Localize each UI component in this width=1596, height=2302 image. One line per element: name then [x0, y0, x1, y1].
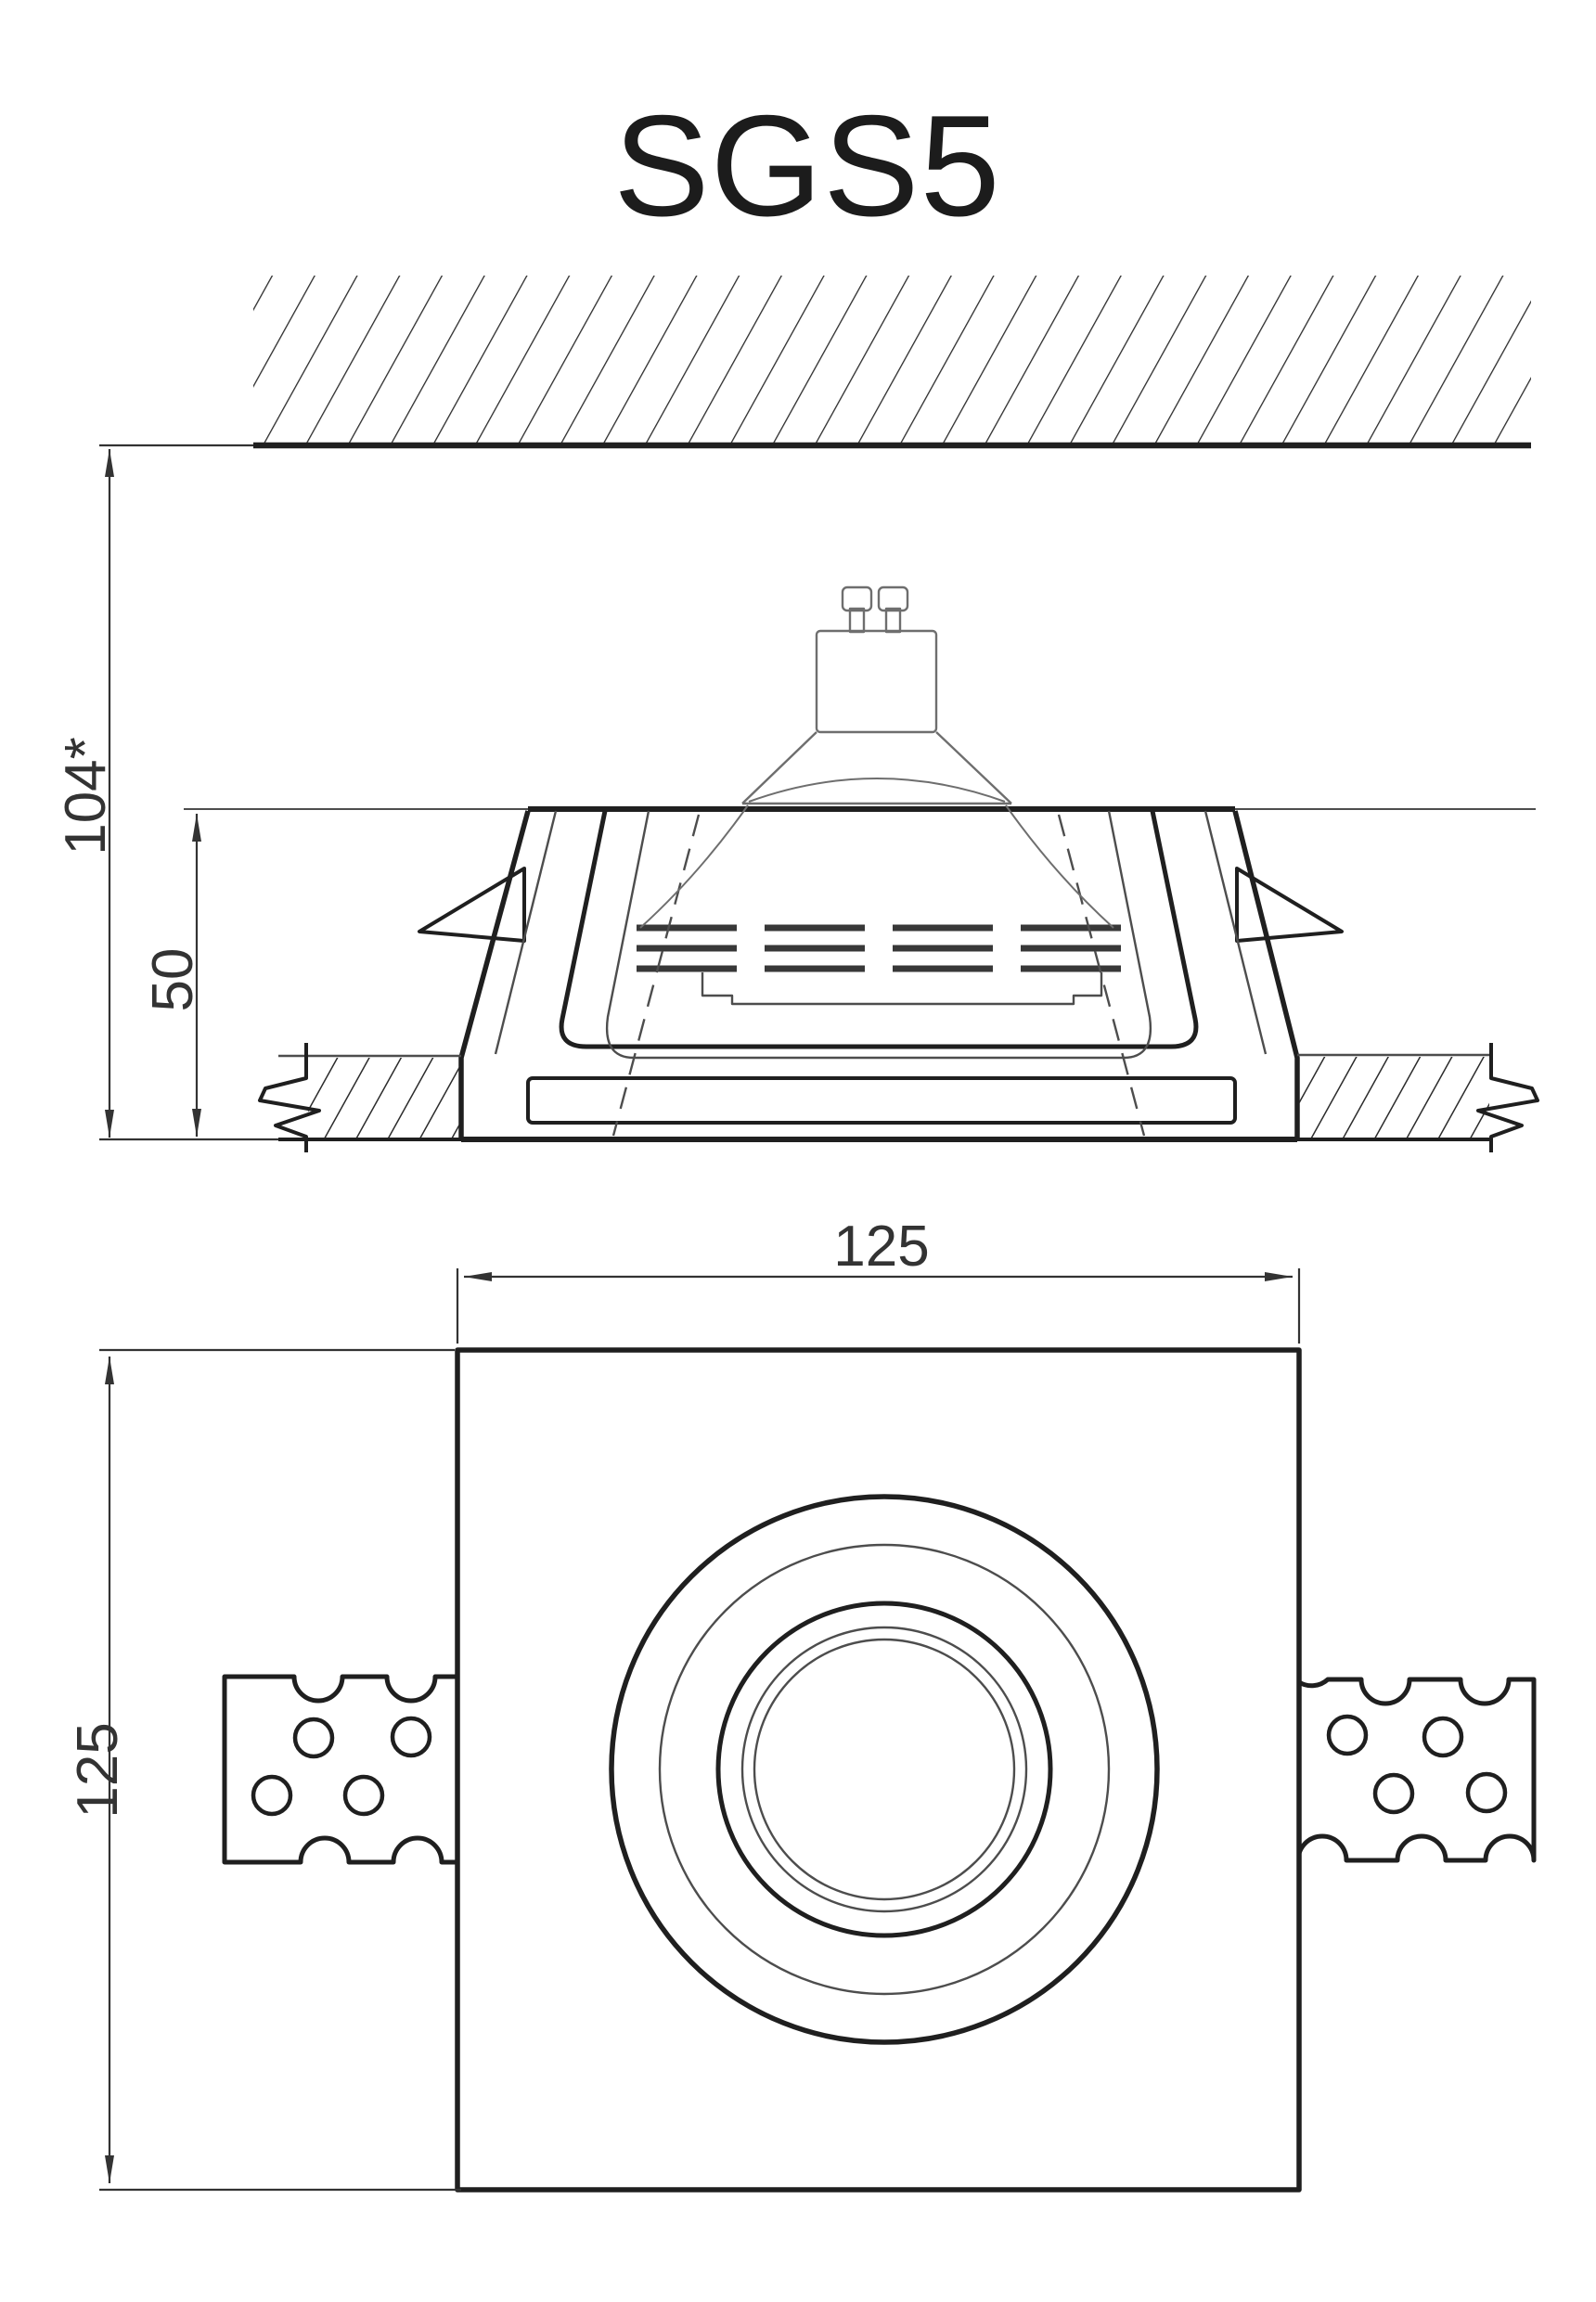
- aperture-ring-3: [715, 1601, 1053, 1938]
- ceiling-hatch-area: [253, 276, 1531, 445]
- break-symbol-right: [1476, 1043, 1539, 1152]
- aperture-ring-4: [740, 1626, 1028, 1913]
- mounting-tab-right-outline: [1295, 1677, 1537, 1863]
- tab-hole: [1372, 1772, 1415, 1815]
- body-outer-wall-right: [1232, 810, 1300, 1139]
- hidden-cone-right: [1057, 814, 1146, 1137]
- mounting-tab-right: [1295, 1677, 1537, 1863]
- lamp-holder-step: [701, 972, 1103, 1006]
- drawing-title: SGS5: [613, 85, 1001, 246]
- plasterboard-left: [258, 1043, 461, 1152]
- tab-hole: [292, 1717, 335, 1759]
- aperture-ring-2: [658, 1543, 1111, 1996]
- cavity-outline: [559, 810, 1199, 1049]
- plasterboard-right-hatch: [1299, 1057, 1489, 1139]
- dimension-label-height-125: 125: [66, 1722, 130, 1818]
- gu10-pin-stem-right: [884, 607, 902, 634]
- dimension-label-104: 104*: [54, 737, 118, 855]
- hidden-lamp-face: [611, 804, 1146, 1137]
- lamp-cone-curve-right: [1005, 804, 1114, 929]
- ceiling-slab-hatch: [99, 276, 1531, 449]
- tab-hole: [342, 1774, 385, 1817]
- plasterboard-right: [1297, 1043, 1539, 1152]
- gu10-dome-arc: [748, 778, 1006, 803]
- body-wall-inner-line-left: [494, 810, 558, 1055]
- aperture-outer-ring: [609, 1494, 1160, 2045]
- tab-hole: [251, 1774, 293, 1817]
- square-plate: [455, 1347, 1302, 2193]
- tab-hole: [1422, 1716, 1464, 1758]
- dimension-label-width-125: 125: [833, 1215, 929, 1279]
- body-wall-inner-line-right: [1203, 810, 1268, 1055]
- gu10-pin-right: [877, 585, 909, 612]
- tab-hole: [1465, 1771, 1508, 1814]
- plaster-body-section: [99, 806, 1300, 1142]
- recessed-slot: [526, 1076, 1237, 1125]
- plasterboard-left-hatch: [308, 1058, 459, 1139]
- lamp-cone-curve-left: [639, 804, 749, 929]
- gu10-lamp: [741, 585, 1012, 805]
- tab-hole: [390, 1716, 432, 1758]
- dimension-overall-height: 104*: [54, 449, 118, 1138]
- body-outer-wall-left: [458, 810, 531, 1139]
- hidden-cone-left: [611, 814, 701, 1137]
- gu10-pin-stem-left: [848, 607, 866, 634]
- dimension-label-50: 50: [141, 948, 205, 1012]
- dimension-plate-width: 125: [456, 1215, 1301, 1344]
- gu10-flare-right: [935, 731, 1012, 804]
- side-section-view: 104* 50: [54, 276, 1539, 1152]
- dimension-plate-height: 125: [66, 1348, 461, 2192]
- gu10-flare-left: [741, 731, 817, 804]
- aperture-rings: [609, 1494, 1160, 2045]
- mounting-tab-left: [222, 1674, 457, 1865]
- dimension-recess-depth: 50: [141, 814, 205, 1137]
- gu10-pin-left: [841, 585, 873, 612]
- gu10-body: [815, 629, 938, 734]
- break-symbol-left: [258, 1043, 321, 1152]
- tab-hole: [1326, 1714, 1369, 1756]
- plan-view: 125 125: [66, 1215, 1537, 2193]
- mounting-tab-left-outline: [222, 1674, 457, 1865]
- aperture-inner-ring: [753, 1638, 1016, 1901]
- cavity-inner-line: [605, 810, 1152, 1060]
